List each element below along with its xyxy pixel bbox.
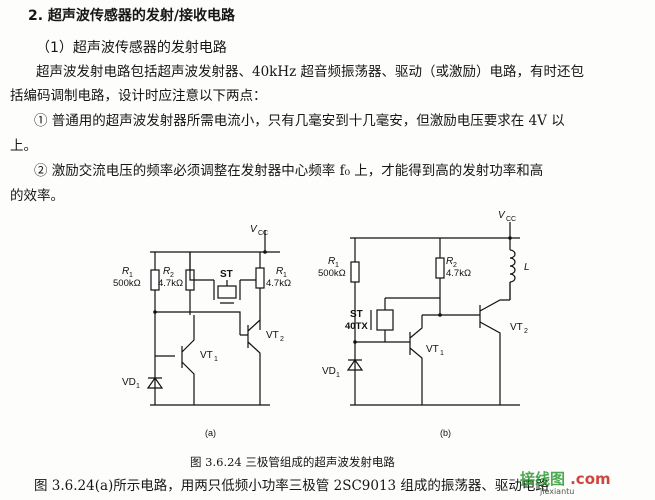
b-figure-label: (b) (440, 428, 451, 438)
b-vt2-label: VT (510, 322, 523, 333)
watermark-text-b: .com (570, 470, 611, 488)
b-st-model: 40TX (345, 321, 368, 332)
b-r2-sub: 2 (453, 262, 457, 269)
a-vt1-sub: 1 (214, 356, 218, 363)
a-r1-sub: 1 (129, 272, 133, 279)
a-vcc-label: V (250, 224, 258, 235)
a-vd1-label: VD (122, 377, 136, 388)
paragraph-line-5: ② 激励交流电压的频率必须调整在发射器中心频率 f₀ 上，才能得到高的发射功率和… (34, 163, 544, 179)
a-vd1-sub: 1 (136, 383, 140, 390)
a-vcc-sub: CC (258, 230, 268, 237)
watermark-logo: 接线图 .com (520, 468, 611, 489)
b-st-label: ST (350, 309, 363, 320)
b-r1-name: R (328, 256, 335, 267)
b-vt1-sub: 1 (440, 350, 444, 357)
b-vt2-sub: 2 (524, 328, 528, 335)
section-heading: 2. 超声波传感器的发射/接收电路 (28, 8, 236, 24)
a-r3-name: R (276, 266, 283, 277)
paragraph-line-4: 上。 (10, 138, 37, 154)
a-vt2-sub: 2 (280, 336, 284, 343)
b-r2-value: 4.7kΩ (446, 268, 471, 279)
a-r2-value: 4.7kΩ (158, 278, 183, 289)
a-st-label: ST (220, 269, 233, 280)
b-r1-value: 500kΩ (318, 268, 346, 279)
watermark-small-text: jiexiantu (540, 487, 575, 496)
b-inductor-label: L (524, 262, 530, 273)
a-vt1-label: VT (200, 350, 213, 361)
a-r2-sub: 2 (170, 272, 174, 279)
b-vd1-label: VD (322, 366, 336, 377)
watermark-text-a: 接线图 (520, 470, 566, 488)
paragraph-line-1: 超声波发射电路包括超声波发射器、40kHz 超音频振荡器、驱动（或激励）电路，有… (36, 64, 585, 80)
a-r3-sub: 1 (283, 272, 287, 279)
a-figure-label: (a) (205, 428, 216, 438)
a-r2-name: R (163, 266, 170, 277)
b-vcc-label: V (498, 210, 506, 221)
a-r3-value: 4.7kΩ (266, 278, 291, 289)
paragraph-line-6: 的效率。 (10, 188, 64, 204)
a-vt2-label: VT (266, 330, 279, 341)
circuit-a: V CC R 1 500kΩ R 2 4.7kΩ ST R 1 4.7kΩ VT… (113, 224, 291, 438)
bottom-text-line: 图 3.6.24(a)所示电路，用两只低频小功率三极管 2SC9013 组成的振… (34, 478, 549, 494)
b-vcc-sub: CC (506, 216, 516, 223)
paragraph-line-2: 括编码调制电路，设计时应注意以下两点： (10, 88, 267, 104)
b-vd1-sub: 1 (336, 372, 340, 379)
b-r2-name: R (446, 256, 453, 267)
paragraph-line-3: ① 普通用的超声波发射器所需电流小，只有几毫安到十几毫安，但激励电压要求在 4V… (34, 113, 565, 129)
figure-caption: 图 3.6.24 三极管组成的超声波发射电路 (190, 455, 395, 469)
circuit-b: V CC R 1 500kΩ R 2 4.7kΩ L ST 40TX VT 1 … (318, 210, 530, 438)
subsection-heading: （1）超声波传感器的发射电路 (36, 40, 227, 56)
b-vt1-label: VT (426, 344, 439, 355)
a-r1-name: R (122, 266, 129, 277)
b-r1-sub: 1 (335, 262, 339, 269)
a-r1-value: 500kΩ (113, 278, 141, 289)
